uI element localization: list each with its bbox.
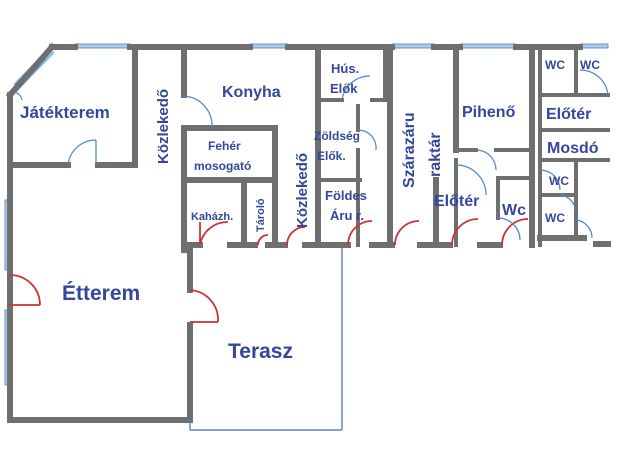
room-labels: Játékterem Közlekedő Konyha Fehér mosoga…: [20, 58, 600, 363]
room-wc-1: WC: [545, 58, 565, 72]
room-kozlekedo-1: Közlekedő: [155, 89, 172, 164]
room-eloter-1: Előtér: [546, 106, 591, 123]
room-konyha: Konyha: [222, 84, 281, 101]
room-wc-5: Wc: [502, 202, 526, 219]
room-zoldseg-elok-line1: Zöldség: [314, 129, 360, 143]
room-jatekterem: Játékterem: [20, 103, 110, 122]
room-szarazaru-line1: Szárazáru: [401, 112, 418, 188]
room-foldes-aru-line1: Földes: [325, 188, 367, 203]
room-kozlekedo-2: Közlekedő: [294, 153, 311, 228]
room-szarazaru-line2: raktár: [427, 133, 444, 177]
room-feher-mosogato-line1: Fehér: [208, 139, 241, 153]
room-piheno: Pihenő: [462, 104, 516, 121]
room-tarolo: Tároló: [255, 198, 267, 232]
terrace-outline: [189, 248, 343, 431]
room-hus-elok-line2: Elők: [330, 81, 358, 96]
room-feher-mosogato-line2: mosogató: [194, 159, 251, 173]
room-foldes-aru-line2: Áru r.: [330, 208, 364, 223]
room-wc-3: WC: [549, 174, 569, 188]
room-wc-2: WC: [580, 58, 600, 72]
room-hus-elok-line1: Hús.: [331, 61, 359, 76]
room-terasz: Terasz: [228, 340, 293, 363]
room-zoldseg-elok-line2: Elők.: [317, 149, 346, 163]
room-eloter-2: Előtér: [434, 193, 479, 210]
room-etterem: Étterem: [62, 282, 140, 305]
room-mosdo: Mosdó: [547, 140, 599, 157]
doors: [8, 69, 609, 323]
room-kahazh: Kaházh.: [191, 211, 233, 223]
room-wc-4: WC: [545, 211, 565, 225]
